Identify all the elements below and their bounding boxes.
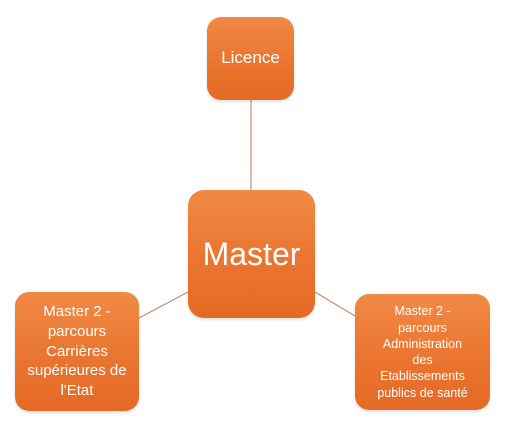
node-master2-administration: Master 2 - parcours Administration des E… [355,294,490,410]
node-licence: Licence [207,17,294,100]
connector-center-left [138,291,189,319]
node-licence-label: Licence [221,48,280,68]
connector-center-right [314,291,356,317]
node-master2-carrieres: Master 2 - parcours Carrières supérieure… [15,292,139,411]
node-master-label: Master [202,236,301,272]
node-master2-carrieres-label: Master 2 - parcours Carrières supérieure… [27,303,127,400]
node-master2-administration-label: Master 2 - parcours Administration des E… [377,304,468,400]
node-master: Master [188,190,315,318]
